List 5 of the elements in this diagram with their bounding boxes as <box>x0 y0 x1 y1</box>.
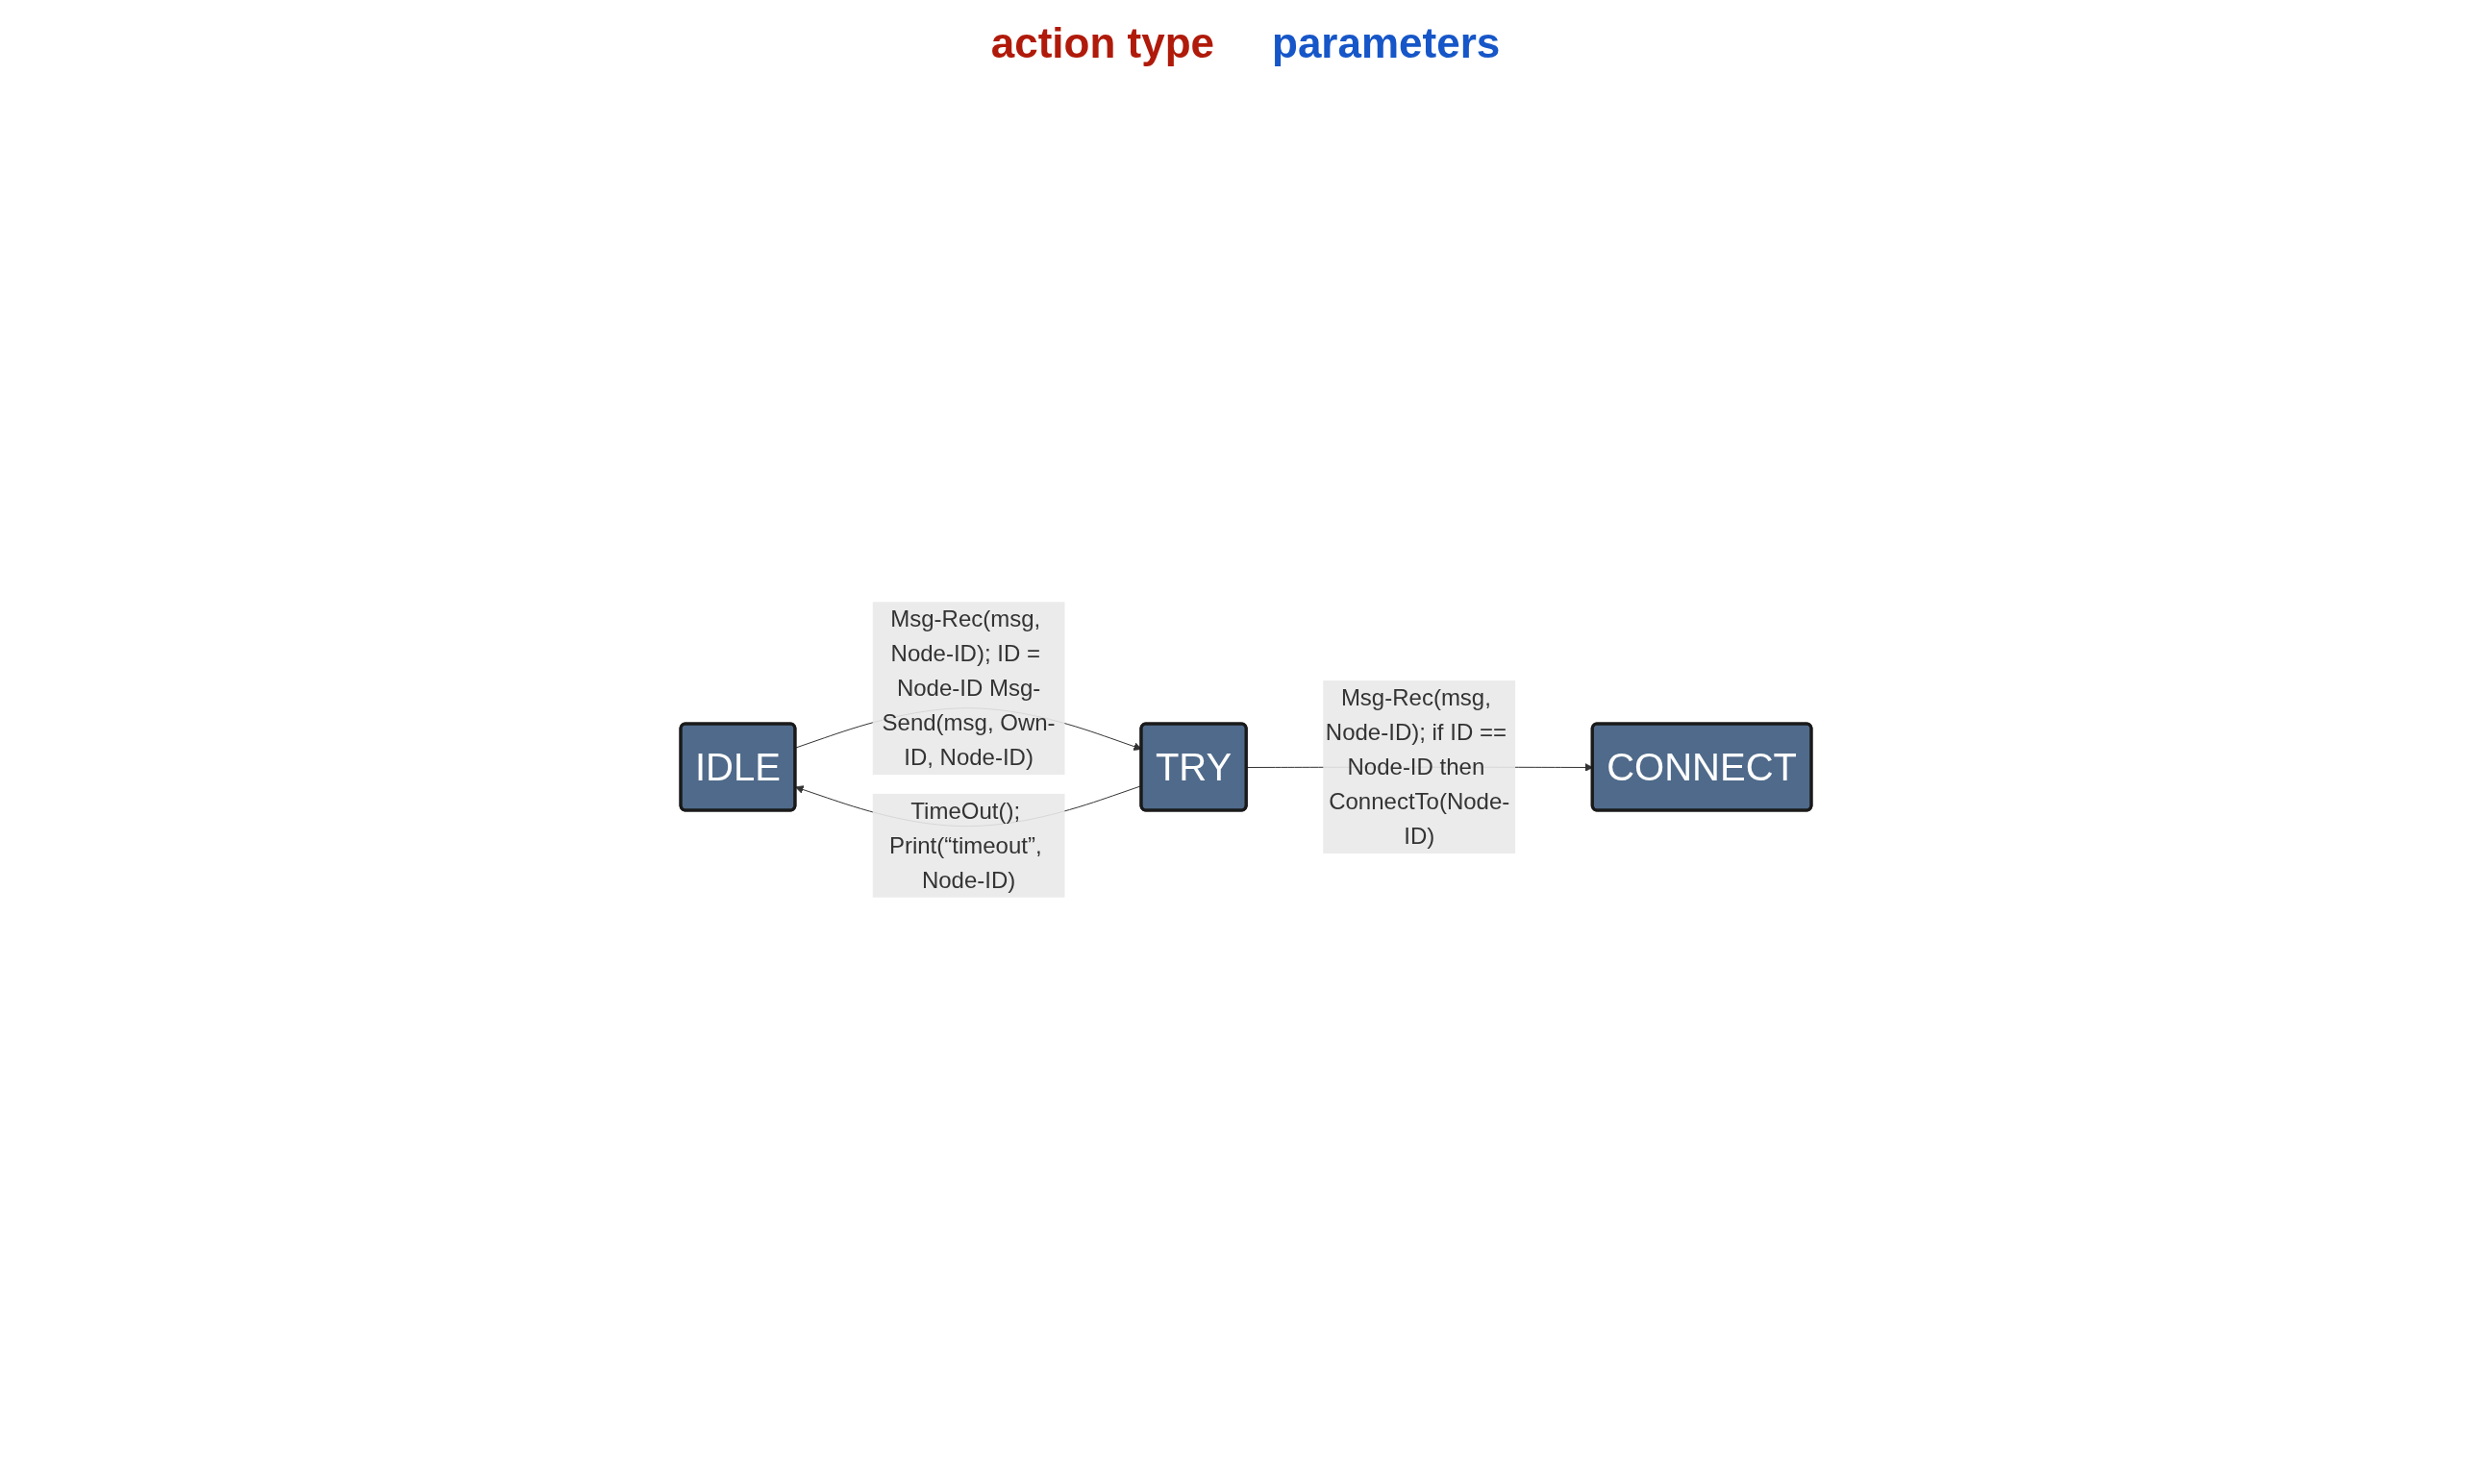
annotation-label: parameters <box>1272 19 1501 67</box>
edge-label: TimeOut(); Print(“timeout”, Node-ID) <box>888 797 1042 893</box>
edge-label: Msg-Rec(msg, Node-ID); ID = Node-ID Msg-Send(msg, Own-ID, Node-ID) <box>882 606 1056 771</box>
edge-label: Msg-Rec(msg, Node-ID); if ID == Node-ID then ConnectTo(Node-ID) <box>1325 684 1509 849</box>
annotation-label: action type <box>990 19 1214 67</box>
